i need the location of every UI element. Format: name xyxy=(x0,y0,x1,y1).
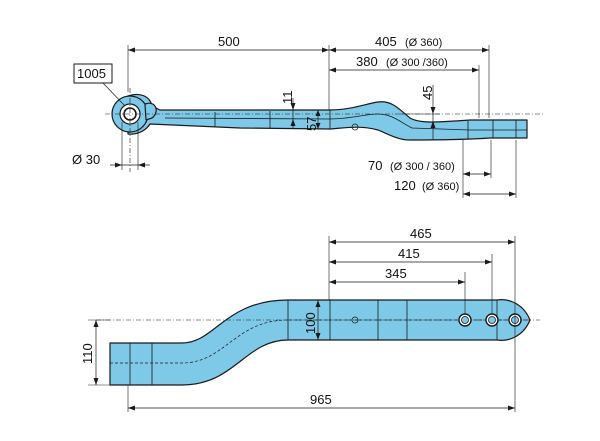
arrowhead xyxy=(329,259,336,265)
eye-wrap xyxy=(144,102,157,121)
dim-11-label: 11 xyxy=(280,91,295,105)
dim-345-label: 345 xyxy=(385,266,407,281)
dim-380-note: (Ø 300 /360) xyxy=(386,57,448,69)
dim-405-note: (Ø 360) xyxy=(405,37,442,49)
arrowhead xyxy=(472,67,479,73)
arrowhead xyxy=(115,162,122,168)
mounting-hole-1-inner xyxy=(461,316,469,324)
arrowhead xyxy=(484,171,491,177)
mounting-hole-2-inner xyxy=(488,316,496,324)
part-number-label: 1005 xyxy=(77,66,106,81)
dim-70-label: 70 xyxy=(368,158,382,173)
dim-120-label: 120 xyxy=(394,178,416,193)
arrowhead xyxy=(430,121,436,128)
arrowhead xyxy=(482,47,489,53)
leaf-plan-outline xyxy=(109,299,531,386)
center-bolt-mark xyxy=(351,123,359,131)
arrowhead xyxy=(329,239,336,245)
dim-415-label: 415 xyxy=(398,246,420,261)
dim-405-label: 405 xyxy=(375,34,397,49)
arrowhead xyxy=(430,107,436,114)
hidden-line xyxy=(110,319,530,364)
bottom-view: 465 415 345 100 110 965 xyxy=(80,226,540,412)
dim-57-label: 57 xyxy=(304,117,319,131)
dim-dia30-label: Ø 30 xyxy=(72,152,100,167)
arrowhead xyxy=(508,239,515,245)
arrowhead xyxy=(290,103,296,110)
dim-45-label: 45 xyxy=(420,86,435,100)
center-bolt-mark xyxy=(351,316,359,324)
arrowhead xyxy=(315,333,321,340)
part-number-leader xyxy=(102,82,126,107)
dim-465-label: 465 xyxy=(410,226,432,241)
arrowhead xyxy=(463,191,470,197)
arrowhead xyxy=(128,47,135,53)
arrowhead xyxy=(485,259,492,265)
dim-965-label: 965 xyxy=(310,392,332,407)
top-view: 500 405 (Ø 360) 380 (Ø 300 /360) 11 57 4… xyxy=(72,34,545,198)
arrowhead xyxy=(315,300,321,307)
leaf-body xyxy=(127,93,528,141)
dim-380-label: 380 xyxy=(356,54,378,69)
arrowhead xyxy=(509,191,516,197)
arrowhead xyxy=(322,47,329,53)
arrowhead xyxy=(290,119,296,126)
dim-110-label: 110 xyxy=(80,343,95,364)
dim-500-label: 500 xyxy=(218,34,240,49)
arrowhead xyxy=(463,171,470,177)
arrowhead xyxy=(329,67,336,73)
arrowhead xyxy=(128,405,135,411)
arrowhead xyxy=(138,162,145,168)
dim-70-note: (Ø 300 / 360) xyxy=(390,161,455,173)
arrowhead xyxy=(93,378,99,385)
dim-100-label: 100 xyxy=(303,312,318,334)
arrowhead xyxy=(329,47,336,53)
arrowhead xyxy=(508,405,515,411)
arrowhead xyxy=(93,320,99,327)
dim-120-note: (Ø 360) xyxy=(422,181,459,193)
arrowhead xyxy=(458,279,465,285)
arrowhead xyxy=(315,110,321,116)
arrowhead xyxy=(315,123,321,129)
arrowhead xyxy=(329,279,336,285)
part-number-box xyxy=(73,63,113,84)
